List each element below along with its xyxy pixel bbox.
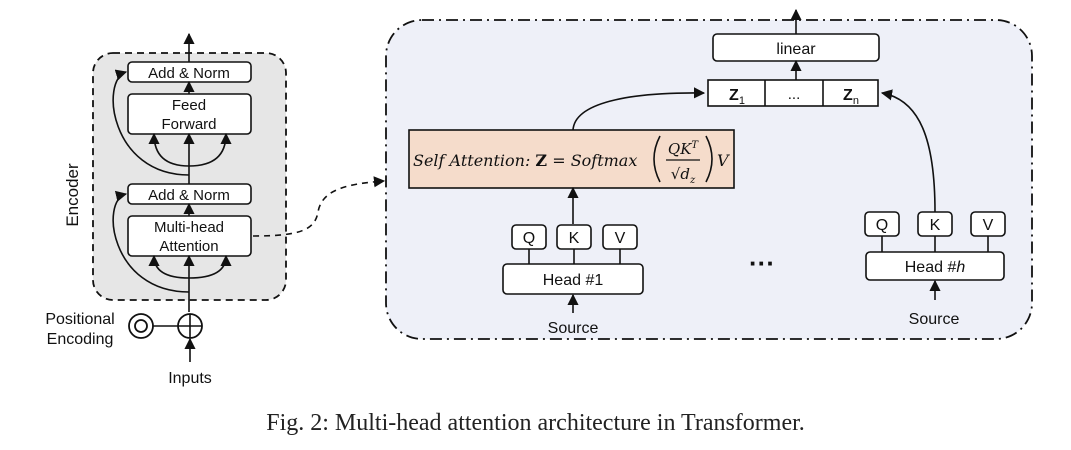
add-norm-top-label: Add & Norm [148,65,230,82]
mha-input-right [188,254,232,279]
headh-q-label: Q [876,217,888,234]
head1-source-label: Source [548,320,599,337]
feed-forward-label-2: Forward [161,116,216,133]
self-attention-formula-box [408,129,735,189]
ff-input-left [148,132,190,167]
z-concat-box [707,79,879,107]
formula-left-paren [653,135,661,183]
attention-to-z1-arrow [572,87,706,131]
formula-v: V [717,151,730,170]
formula-numerator: QKT [668,140,700,158]
z-last-cell: Zn [843,87,859,107]
formula-right-paren [705,135,713,183]
headh-v-label: V [983,217,994,234]
mha-input-left [148,254,190,279]
headh-source-label: Source [909,311,960,328]
linear-label: linear [776,41,816,58]
head1-label: Head #1 [543,272,604,289]
head1-v-label: V [615,230,626,247]
heads-ellipsis: ··· [749,248,775,278]
inputs-label: Inputs [168,370,212,387]
mha-residual-arrow [112,190,190,293]
head1-q-label: Q [523,230,535,247]
headh-k-label: K [930,217,941,234]
headh-label: Head #h [905,259,966,276]
formula-text: Self Attention: Z = Softmax [413,151,637,170]
z-first-cell: Z1 [729,87,745,107]
ff-input-right [188,132,232,167]
encoder-label: Encoder [63,163,82,227]
formula-denominator: √dz [671,165,696,186]
multi-head-label-1: Multi-head [154,219,224,236]
multi-head-label-2: Attention [159,238,218,255]
head1-k-label: K [569,230,580,247]
positional-encoding-inner-icon [134,319,148,333]
positional-label-1: Positional [45,311,114,328]
z-ellipsis-cell: ... [788,86,801,103]
attention-diagram: Encoder Add & Norm Feed Forward Add & No… [45,8,1033,387]
feed-forward-label-1: Feed [172,97,206,114]
add-norm-bottom-label: Add & Norm [148,187,230,204]
zoom-connector-arrow [252,176,386,237]
figure-caption: Fig. 2: Multi-head attention architectur… [266,410,805,436]
ff-residual-arrow [112,69,190,176]
positional-label-2: Encoding [47,331,114,348]
headh-to-zn-arrow [880,89,936,213]
